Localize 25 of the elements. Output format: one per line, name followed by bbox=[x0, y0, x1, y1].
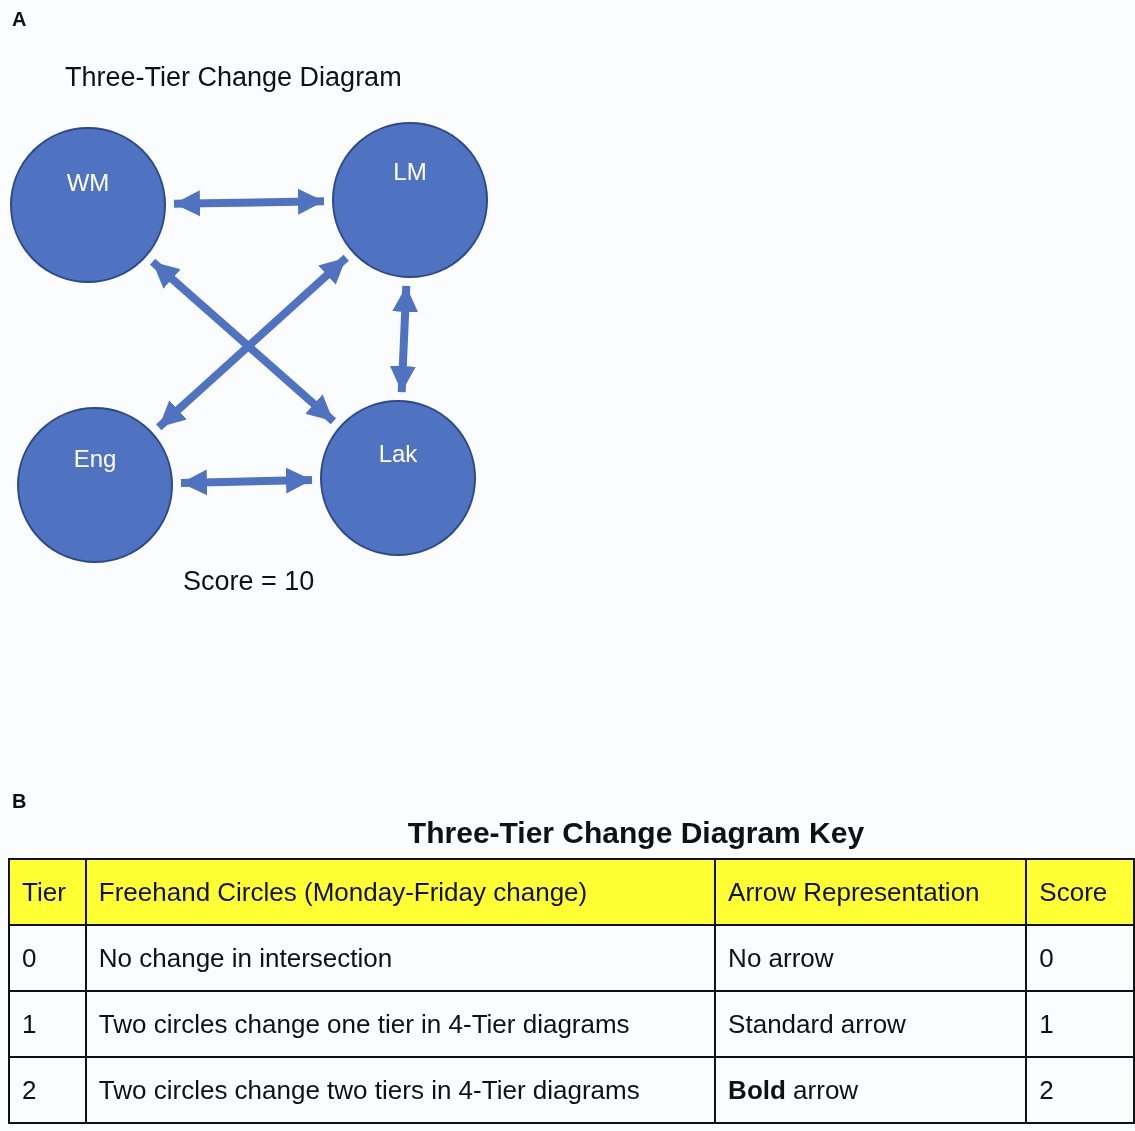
score-text: Score = 10 bbox=[183, 566, 315, 597]
header-cell: Tier bbox=[9, 859, 86, 925]
node-label: Eng bbox=[72, 445, 118, 473]
table-cell: Bold arrow bbox=[715, 1057, 1027, 1123]
node-label: LM bbox=[392, 158, 428, 186]
table-cell: No change in intersection bbox=[85, 925, 716, 991]
table-cell: Standard arrow bbox=[715, 991, 1027, 1057]
node-label: Lak bbox=[377, 440, 419, 468]
header-cell: Arrow Representation bbox=[715, 859, 1027, 925]
panel-label: B bbox=[12, 790, 27, 813]
heading-text: Three-Tier Change Diagram bbox=[65, 62, 402, 93]
table-cell: 2 bbox=[9, 1057, 86, 1123]
table-cell: 0 bbox=[1026, 925, 1134, 991]
table-heading: Three-Tier Change Diagram Key bbox=[407, 816, 865, 850]
header-cell: Score bbox=[1026, 859, 1134, 925]
table-cell: Two circles change two tiers in 4-Tier diagrams bbox=[85, 1057, 716, 1123]
table-cell: 0 bbox=[9, 925, 86, 991]
panel-label: A bbox=[12, 8, 27, 31]
table-cell: Two circles change one tier in 4-Tier diagrams bbox=[85, 991, 716, 1057]
header-cell: Freehand Circles (Monday-Friday change) bbox=[85, 859, 716, 925]
table-cell: 1 bbox=[1026, 991, 1134, 1057]
table-cell: 2 bbox=[1026, 1057, 1134, 1123]
node-label: WM bbox=[65, 169, 111, 197]
table-cell: 1 bbox=[9, 991, 86, 1057]
table-cell: No arrow bbox=[715, 925, 1027, 991]
